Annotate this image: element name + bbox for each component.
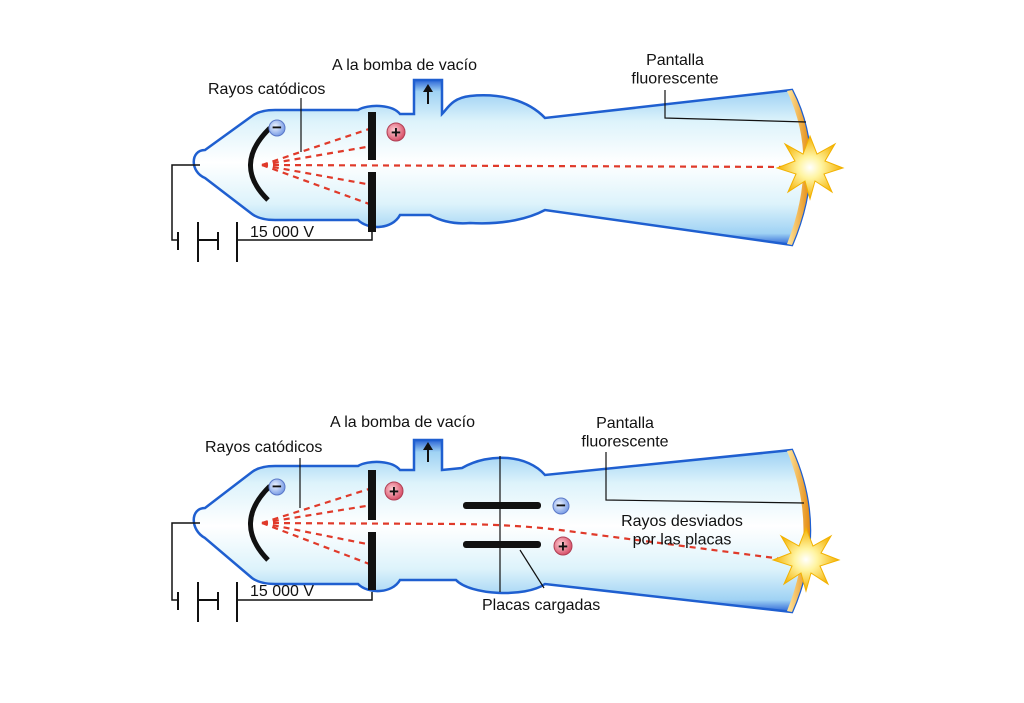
cathode-charge: − bbox=[268, 477, 286, 496]
anode-charge: + bbox=[386, 122, 406, 142]
cathode-rays bbox=[261, 126, 796, 207]
charged-plates-label: Placas cargadas bbox=[482, 597, 600, 614]
diagram-undeflected: − + A la bomba de vacío Pantal bbox=[171, 52, 845, 262]
leader-lines bbox=[300, 90, 807, 152]
battery-icon bbox=[177, 222, 238, 262]
diagram-deflected: − + − + bbox=[171, 414, 841, 622]
circuit-wires bbox=[171, 522, 373, 601]
anode-charge-sign: + bbox=[389, 482, 399, 501]
plate-bottom bbox=[463, 541, 541, 548]
battery-icon bbox=[177, 582, 238, 622]
anode-lower bbox=[368, 532, 376, 590]
plate-bottom-charge: + bbox=[553, 536, 573, 556]
circuit-wires bbox=[171, 164, 373, 241]
plate-top-charge-sign: − bbox=[556, 496, 566, 515]
voltage-label: 15 000 V bbox=[250, 583, 314, 600]
plate-top-charge: − bbox=[552, 496, 570, 515]
cathode-charge: − bbox=[268, 118, 286, 137]
pump-label: A la bomba de vacío bbox=[330, 414, 475, 431]
anode-lower bbox=[368, 172, 376, 232]
up-arrow-icon bbox=[423, 442, 433, 462]
anode-charge: + bbox=[384, 481, 404, 501]
cathode bbox=[248, 126, 272, 202]
anode-upper bbox=[368, 470, 376, 520]
plate-bottom-charge-sign: + bbox=[558, 537, 568, 556]
up-arrow-icon bbox=[423, 84, 433, 104]
cathode-rays bbox=[261, 486, 791, 567]
anode-charge-sign: + bbox=[391, 123, 401, 142]
plate-top bbox=[463, 502, 541, 509]
star-burst-icon bbox=[771, 526, 841, 593]
voltage-label: 15 000 V bbox=[250, 224, 314, 241]
tube-glass bbox=[192, 78, 812, 247]
rays-label: Rayos catódicos bbox=[205, 439, 322, 456]
anode-upper bbox=[368, 112, 376, 160]
leader-lines bbox=[299, 452, 805, 589]
star-burst-icon bbox=[775, 134, 845, 201]
cathode bbox=[248, 484, 272, 562]
fluorescent-screen bbox=[787, 90, 810, 245]
rays-label: Rayos catódicos bbox=[208, 81, 325, 98]
cathode-charge-sign: − bbox=[272, 477, 282, 496]
pump-label: A la bomba de vacío bbox=[332, 57, 477, 74]
cathode-charge-sign: − bbox=[272, 118, 282, 137]
